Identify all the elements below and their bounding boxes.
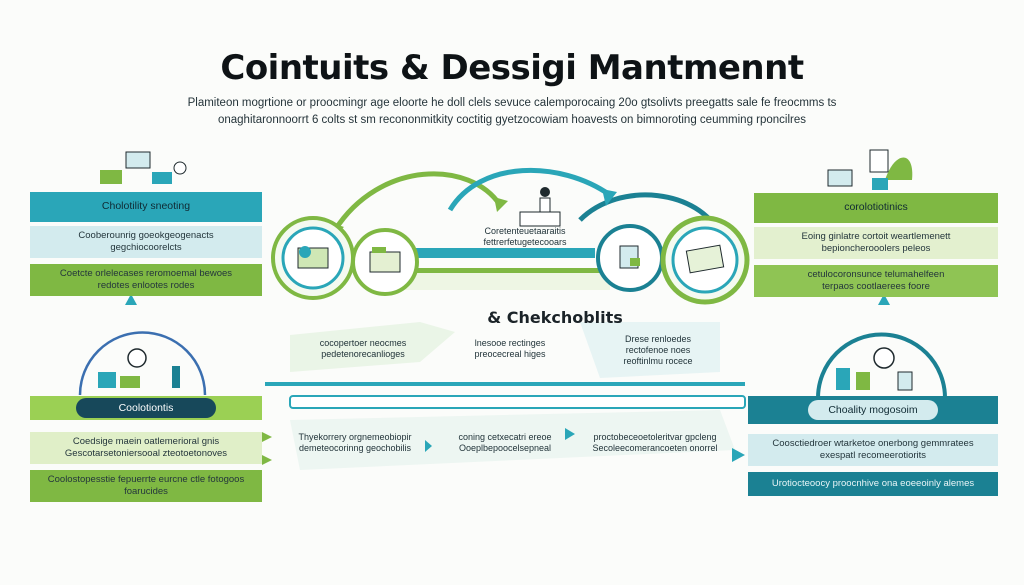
pie-chart-icon — [836, 347, 913, 391]
bottom-right-text: proctobeceoetoleritvar gpcleng Secoleeco… — [592, 432, 718, 453]
center-bar-teal — [415, 248, 595, 258]
panel-row-1: Coedsige maein oatlemerioral gnis Gescot… — [30, 432, 262, 464]
gear-document-icon — [297, 246, 329, 269]
person-podium-icon — [519, 187, 561, 227]
panel-row-1: Cooberounrig goeokgeogenacts gegchiocoor… — [30, 226, 262, 258]
center-top-label: Coretenteuetaaraitis fettrerfetugetecooa… — [483, 226, 567, 247]
dome-right — [816, 332, 947, 399]
bottom-center-text: coning cetxecatri ereoe Ooeplbepoocelsep… — [458, 432, 552, 453]
page-title: Cointuits & Dessigi Mantmennt — [220, 48, 804, 88]
checklist-person-icon — [827, 149, 913, 190]
panel-row-2: Urotiocteoocy proocnhive ona eoeeoinly a… — [748, 472, 998, 496]
hand-document-icon — [685, 244, 725, 274]
checkpoint-label: & Chekchoblits — [487, 308, 623, 327]
panel-header: corolotiotinics — [754, 193, 998, 223]
mid-left-text: cocopertoer neocmes pedetenorecanlioges — [319, 338, 407, 359]
right-top-panel: corolotiotinics Eoing ginlatre cortoit w… — [754, 193, 998, 297]
mid-right-text: Drese renloedes rectofenoe noes reoftinl… — [623, 334, 693, 366]
mid-center-text: lnesooe rectinges preocecreal higes — [474, 338, 546, 359]
panel-row-2: Coolostopesstie fepuerrte eurcne ctle fo… — [30, 470, 262, 502]
panel-header: Cholotility sneoting — [30, 192, 262, 222]
intro-line-1: Plamiteon mogrtione or proocmingr age el… — [187, 97, 837, 109]
tablet-chart-icon — [619, 245, 640, 269]
panel-row-1: Coosctiedroer wtarketoe onerbong gemmrat… — [748, 434, 998, 466]
dome-left — [78, 331, 207, 396]
panel-header: Coolotiontis — [76, 398, 216, 418]
bottom-left-text: Thyekorrery orgnemeobiopir demeteocorinn… — [298, 432, 412, 453]
document-stack-icon — [369, 247, 401, 273]
panel-row-2: Coetcte orlelecases reromoemal bewoes re… — [30, 264, 262, 296]
panel-header: Choality mogosoim — [808, 400, 938, 420]
office-people-icon — [100, 151, 187, 184]
arc-left-green — [332, 171, 503, 232]
right-bottom-panel: Choality mogosoim Coosctiedroer wtarketo… — [748, 396, 998, 508]
left-top-panel: Cholotility sneoting Cooberounrig goeokg… — [30, 192, 262, 297]
folder-stack-icon — [98, 348, 180, 388]
panel-row-1: Eoing ginlatre cortoit weartlemenett bep… — [754, 227, 998, 259]
left-bottom-panel: Coolotiontis Coedsige maein oatlemeriora… — [30, 396, 262, 508]
center-bar-green — [402, 268, 610, 290]
panel-row-2: cetulocoronsunce telumahelfeen terpaos c… — [754, 265, 998, 297]
arc-top-teal — [447, 167, 612, 212]
intro-line-2: onaghitaronnoorrt 6 colts st sm recononm… — [217, 114, 807, 126]
